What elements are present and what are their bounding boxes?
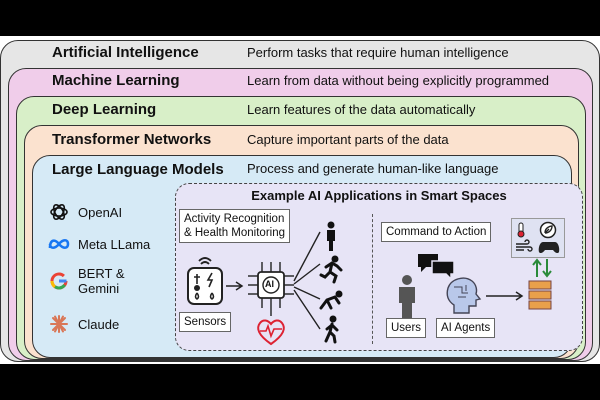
layer-title-ai: Artificial Intelligence (52, 44, 199, 61)
company-meta: Meta LLama (48, 233, 150, 255)
thermometer-icon (517, 222, 525, 238)
layer-title-transformer: Transformer Networks (52, 131, 212, 148)
leaf-plug-icon (539, 221, 557, 239)
layer-title-dl: Deep Learning (52, 101, 157, 118)
claude-logo-icon (48, 313, 70, 335)
falling-person-icon (319, 290, 343, 310)
company-name: BERT & Gemini (78, 266, 125, 296)
game-controller-icon (538, 242, 560, 254)
activity-recognition-label: Activity Recognition & Health Monitoring (179, 209, 290, 243)
google-logo-icon (48, 270, 70, 292)
chip-to-activity-arrows (293, 231, 321, 330)
users-label: Users (386, 318, 427, 338)
wind-icon (516, 239, 533, 252)
ai-agents-label: AI Agents (436, 318, 496, 338)
command-to-action-label: Command to Action (381, 222, 492, 242)
company-openai: OpenAI (48, 201, 122, 223)
agent-to-devices-arrow (486, 291, 524, 301)
standing-person-icon (327, 221, 335, 251)
applications-title: Example AI Applications in Smart Spaces (251, 188, 507, 203)
ai-agent-head-icon (446, 277, 482, 314)
company-claude: Claude (48, 313, 119, 335)
layer-desc-ml: Learn from data without being explicitly… (247, 73, 550, 88)
layer-desc-dl: Learn features of the data automatically (247, 102, 476, 117)
layer-desc-transformer: Capture important parts of the data (247, 132, 449, 147)
panel-divider (372, 214, 373, 344)
running-person-icon (319, 255, 343, 284)
applications-panel: Example AI Applications in Smart Spaces … (175, 183, 583, 351)
meta-logo-icon (48, 233, 70, 255)
heart-monitor-icon (257, 308, 285, 346)
openai-logo-icon (48, 201, 70, 223)
user-icon (399, 275, 415, 320)
smart-devices-box (511, 218, 565, 258)
company-google: BERT & Gemini (48, 266, 124, 296)
company-name: OpenAI (78, 204, 123, 220)
company-name: Claude (78, 316, 120, 332)
company-name: Meta LLama (78, 236, 151, 252)
sensor-device-icon (187, 257, 223, 305)
walking-person-icon (324, 315, 339, 344)
layer-desc-llm: Process and generate human-like language (247, 161, 499, 176)
sensors-label: Sensors (179, 312, 232, 332)
ai-chip-icon (248, 262, 294, 308)
bidirectional-arrows-icon (532, 258, 552, 278)
layer-title-llm: Large Language Models (52, 161, 224, 178)
server-stack-icon (528, 280, 552, 310)
sensor-to-chip-arrow (226, 281, 244, 291)
layer-desc-ai: Perform tasks that require human intelli… (247, 45, 509, 60)
ai-chip-label: AI (265, 279, 274, 289)
layer-title-ml: Machine Learning (52, 72, 180, 89)
chat-bubbles-icon (418, 254, 455, 281)
